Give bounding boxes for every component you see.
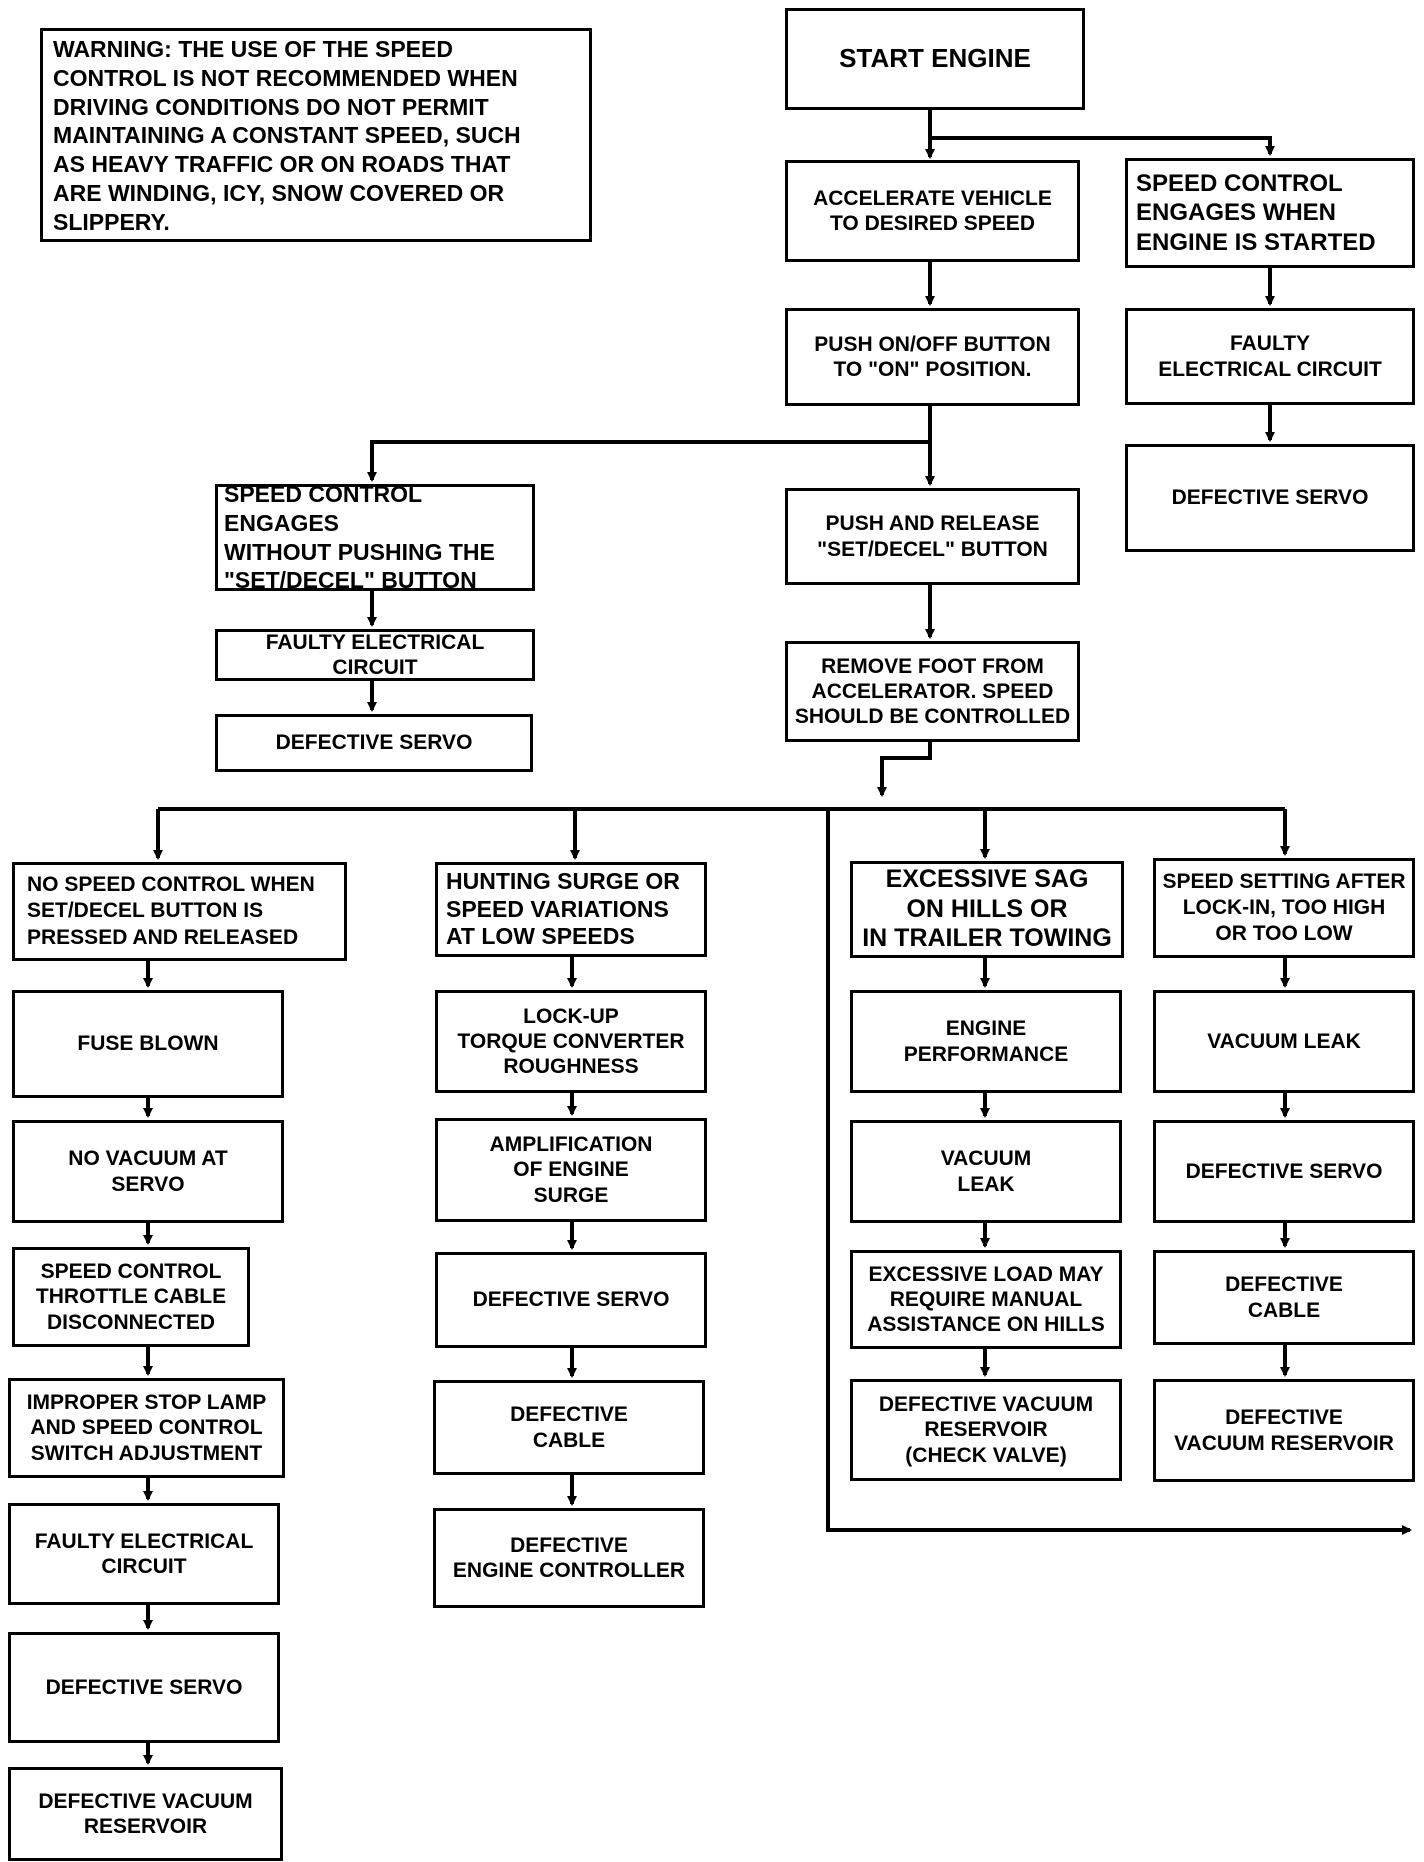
col2-symptom-box: HUNTING SURGE OR SPEED VARIATIONS AT LOW… (435, 862, 707, 957)
col1-cause-5: FAULTY ELECTRICAL CIRCUIT (8, 1503, 280, 1605)
warning-box: WARNING: THE USE OF THE SPEED CONTROL IS… (40, 28, 592, 242)
remove-foot-box: REMOVE FOOT FROM ACCELERATOR. SPEED SHOU… (785, 641, 1080, 742)
col3-cause-4: DEFECTIVE VACUUM RESERVOIR (CHECK VALVE) (850, 1379, 1122, 1481)
col4-cause-1: VACUUM LEAK (1153, 990, 1415, 1093)
col2-cause-2: AMPLIFICATION OF ENGINE SURGE (435, 1118, 707, 1222)
col1-cause-2: NO VACUUM AT SERVO (12, 1120, 284, 1223)
col1-cause-1: FUSE BLOWN (12, 990, 284, 1098)
engages-start-cause-2: DEFECTIVE SERVO (1125, 444, 1415, 552)
push-set-decel-box: PUSH AND RELEASE "SET/DECEL" BUTTON (785, 488, 1080, 585)
col2-cause-4: DEFECTIVE CABLE (433, 1380, 705, 1475)
col3-cause-3: EXCESSIVE LOAD MAY REQUIRE MANUAL ASSIST… (850, 1250, 1122, 1349)
col3-cause-1: ENGINE PERFORMANCE (850, 990, 1122, 1093)
col2-cause-5: DEFECTIVE ENGINE CONTROLLER (433, 1508, 705, 1608)
col3-cause-2: VACUUM LEAK (850, 1120, 1122, 1223)
engages-without-cause-2: DEFECTIVE SERVO (215, 714, 533, 772)
push-on-off-box: PUSH ON/OFF BUTTON TO "ON" POSITION. (785, 308, 1080, 406)
col4-cause-3: DEFECTIVE CABLE (1153, 1250, 1415, 1345)
col3-symptom-box: EXCESSIVE SAG ON HILLS OR IN TRAILER TOW… (850, 861, 1124, 958)
engages-without-cause-1: FAULTY ELECTRICAL CIRCUIT (215, 629, 535, 681)
col1-symptom-box: NO SPEED CONTROL WHEN SET/DECEL BUTTON I… (12, 862, 347, 961)
col4-symptom-box: SPEED SETTING AFTER LOCK-IN, TOO HIGH OR… (1153, 858, 1415, 958)
col1-cause-6: DEFECTIVE SERVO (8, 1632, 280, 1743)
col1-cause-3: SPEED CONTROL THROTTLE CABLE DISCONNECTE… (12, 1247, 250, 1347)
col1-cause-4: IMPROPER STOP LAMP AND SPEED CONTROL SWI… (8, 1378, 285, 1478)
engages-without-set-box: SPEED CONTROL ENGAGES WITHOUT PUSHING TH… (215, 481, 535, 593)
col4-cause-2: DEFECTIVE SERVO (1153, 1120, 1415, 1223)
start-engine-box: START ENGINE (785, 8, 1085, 110)
accelerate-vehicle-box: ACCELERATE VEHICLE TO DESIRED SPEED (785, 160, 1080, 262)
col1-cause-7: DEFECTIVE VACUUM RESERVOIR (8, 1767, 283, 1861)
col2-cause-1: LOCK-UP TORQUE CONVERTER ROUGHNESS (435, 990, 707, 1093)
engages-when-started-box: SPEED CONTROL ENGAGES WHEN ENGINE IS STA… (1125, 158, 1415, 268)
engages-start-cause-1: FAULTY ELECTRICAL CIRCUIT (1125, 308, 1415, 405)
col4-cause-4: DEFECTIVE VACUUM RESERVOIR (1153, 1379, 1415, 1482)
col2-cause-3: DEFECTIVE SERVO (435, 1252, 707, 1348)
